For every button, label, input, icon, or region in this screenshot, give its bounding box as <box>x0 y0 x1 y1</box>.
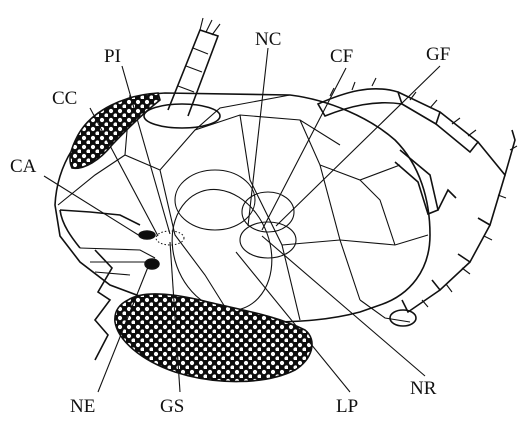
label-ne: NE <box>70 396 95 417</box>
label-nr: NR <box>410 378 437 399</box>
leg-appendages <box>318 78 517 326</box>
antenna <box>144 18 220 128</box>
label-gf: GF <box>426 44 450 65</box>
label-cc: CC <box>52 88 77 109</box>
central-lobe-lower <box>240 222 296 258</box>
eye-lower-dotted <box>115 294 312 382</box>
label-cf: CF <box>330 46 353 67</box>
label-gs: GS <box>160 396 184 417</box>
dark-body-upper <box>139 231 155 239</box>
dark-body-lower <box>145 259 159 269</box>
eye-upper-dotted <box>70 93 160 168</box>
label-ca: CA <box>10 156 37 177</box>
label-nc: NC <box>255 29 281 50</box>
label-lp: LP <box>336 396 358 417</box>
label-pi: PI <box>104 46 121 67</box>
